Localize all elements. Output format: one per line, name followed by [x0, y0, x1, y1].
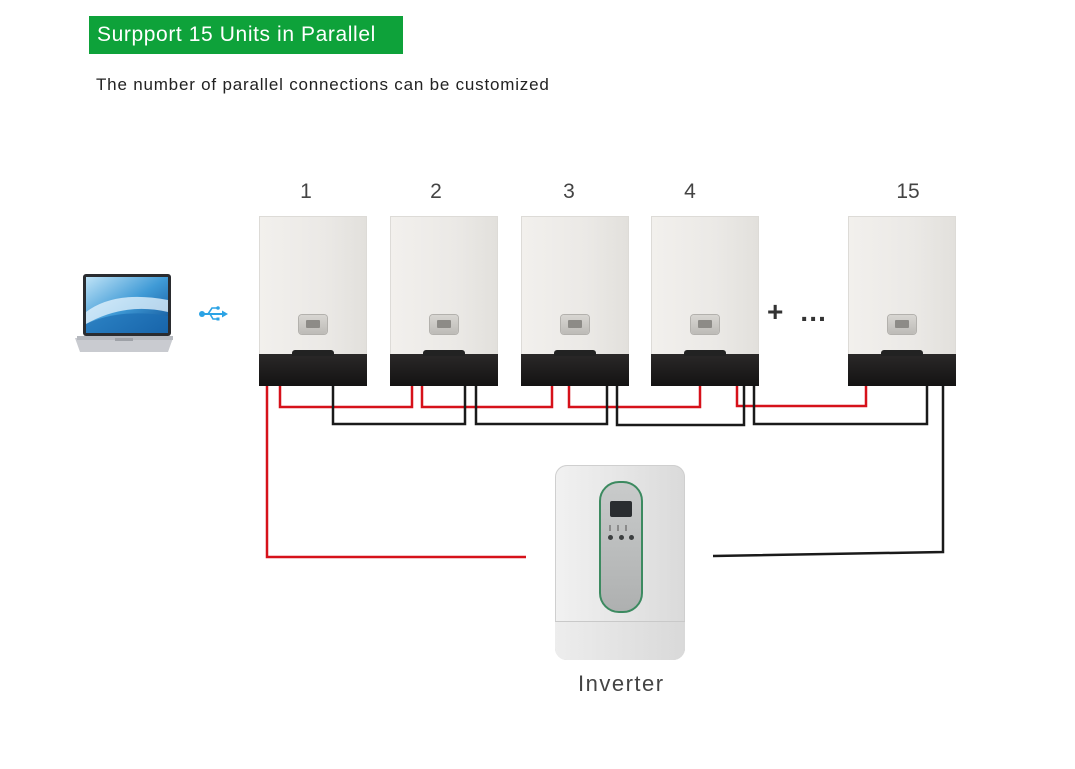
inverter-button: [629, 535, 634, 540]
inverter-control-panel: [599, 481, 643, 613]
battery-unit-15: [848, 216, 956, 386]
usb-icon: [199, 306, 228, 321]
inverter-label: Inverter: [578, 671, 665, 696]
inverter-indicator-marks: [609, 525, 633, 531]
inverter-button: [608, 535, 613, 540]
battery-terminal-panel: [390, 350, 498, 386]
battery-terminal-panel: [848, 350, 956, 386]
inverter-buttons: [608, 535, 634, 540]
battery-unit-2: [390, 216, 498, 386]
battery-terminal-panel: [651, 350, 759, 386]
inverter-button: [618, 535, 624, 540]
red-main-to-inverter: [265, 386, 526, 559]
black-main-to-inverter: [712, 386, 945, 558]
red-link-3-4: [567, 386, 702, 409]
battery-unit-1: [259, 216, 367, 386]
unit-label-4: 4: [684, 180, 696, 203]
positive-wires: [265, 386, 868, 559]
battery-terminal-panel: [521, 350, 629, 386]
banner-text: Surpport 15 Units in Parallel: [97, 23, 376, 46]
battery-terminal-panel: [259, 350, 367, 386]
negative-wires: [331, 386, 945, 558]
inverter-bottom-cover: [555, 621, 685, 660]
battery-display: [691, 315, 719, 334]
subtitle: The number of parallel connections can b…: [96, 75, 550, 94]
battery-unit-3: [521, 216, 629, 386]
inverter-device: [555, 465, 685, 660]
battery-display: [561, 315, 589, 334]
black-link-4-15: [752, 386, 929, 426]
unit-label-3: 3: [563, 180, 575, 203]
red-link-2-3: [420, 386, 554, 409]
battery-display: [888, 315, 916, 334]
title-banner: Surpport 15 Units in Parallel: [89, 16, 403, 54]
battery-unit-4: [651, 216, 759, 386]
black-link-1-2: [331, 386, 467, 426]
unit-label-2: 2: [430, 180, 442, 203]
red-link-4-15: [735, 386, 868, 408]
red-link-1-2: [278, 386, 414, 409]
unit-label-1: 1: [300, 180, 312, 203]
unit-label-15: 15: [896, 180, 920, 203]
inverter-display: [610, 501, 632, 517]
black-link-3-4: [615, 386, 746, 427]
black-link-2-3: [474, 386, 609, 426]
battery-display: [430, 315, 458, 334]
battery-display: [299, 315, 327, 334]
more-units-indicator: + …: [767, 296, 832, 327]
laptop-icon: [75, 274, 173, 352]
